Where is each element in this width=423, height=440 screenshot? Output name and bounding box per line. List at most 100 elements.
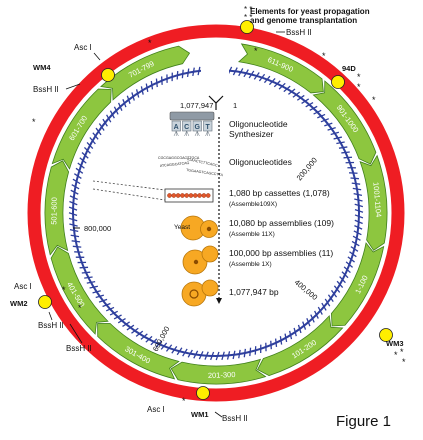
dna-tick: [140, 333, 148, 340]
asterisk: *: [372, 95, 376, 105]
dna-tick: [182, 348, 188, 357]
dna-tick: [86, 281, 96, 284]
step-synthesizer-label: Oligonucleotide: [229, 119, 288, 129]
step-oligonucleotides-label: Oligonucleotides: [229, 157, 292, 167]
dna-tick: [324, 298, 331, 307]
oligonucleotides-icon: CGCGAGGCGACTTGCA TGAACTCTTCAGC ATCAGGCAT…: [158, 156, 224, 177]
segment-arrow: [170, 358, 267, 385]
dna-tick: [327, 294, 334, 303]
dna-tick: [354, 225, 363, 230]
dna-tick: [165, 344, 173, 352]
dna-tick: [351, 240, 360, 247]
top-element-line2: and genome transplantation: [250, 16, 357, 25]
cassette-callout-bottom: [92, 188, 166, 201]
asc-bottom-label: Asc I: [147, 405, 165, 414]
dna-tick: [232, 67, 238, 76]
dna-tick: [150, 338, 158, 346]
dna-tick: [70, 234, 80, 238]
synthesizer-body: [169, 111, 215, 121]
dna-tick: [176, 347, 183, 356]
dna-tick: [339, 276, 346, 284]
wm-marker-dot: [101, 68, 115, 82]
dna-tick: [71, 240, 81, 243]
dna-tick: [126, 324, 135, 331]
dna-tick: [150, 80, 154, 90]
cassette-bead: [192, 193, 198, 198]
dna-tick: [263, 75, 271, 84]
assembly-axis-arrow: [216, 298, 222, 304]
cassette-bead: [167, 193, 172, 198]
step-100k-label: 100,000 bp assemblies (11): [229, 248, 333, 258]
dna-tick: [70, 189, 79, 195]
dna-tick: [122, 321, 131, 327]
wm-marker-dot: [240, 20, 254, 34]
cassette-bead: [171, 193, 177, 198]
wm-markers: [38, 20, 393, 400]
cassette-bead: [188, 193, 194, 198]
asterisk: *: [357, 72, 361, 82]
dna-tick: [102, 118, 108, 127]
dna-tick: [89, 137, 96, 145]
asterisk: *: [357, 82, 361, 92]
dna-tick: [273, 80, 281, 88]
top-element-line1: Elements for yeast propagation: [250, 7, 370, 16]
dna-tick: [238, 349, 241, 359]
dna-tick: [69, 195, 78, 201]
oligo-line-3: ATCAGGCATCAG: [160, 161, 190, 168]
dna-tick: [338, 146, 348, 149]
coordinate-800000: 800,000: [84, 224, 111, 233]
dna-tick: [102, 302, 111, 308]
dna-tick: [79, 266, 89, 269]
dna-tick: [186, 68, 190, 78]
dna-tick: [72, 245, 82, 248]
dna-tick: [354, 219, 363, 225]
cassette-bead: [180, 193, 185, 198]
dna-tick: [349, 251, 357, 258]
dna-tick: [95, 127, 102, 136]
segment-arrow: [256, 314, 344, 377]
asc-top-leader: [93, 52, 101, 61]
asterisk-marks: *************: [32, 38, 406, 406]
wm94d-label: 94D: [342, 64, 356, 73]
asc-left-label: Asc I: [14, 282, 32, 291]
dna-tick: [92, 290, 101, 294]
dna-tick: [122, 99, 127, 108]
dna-tick: [81, 271, 91, 274]
dna-tick: [352, 187, 362, 191]
dna-tick: [336, 280, 344, 289]
dna-tick: [106, 114, 112, 123]
dna-tick: [343, 266, 351, 274]
dna-tick: [92, 132, 99, 140]
dna-tick: [309, 105, 318, 111]
cassette-bead: [184, 193, 189, 198]
cassette-bead: [197, 193, 202, 198]
figure-label: Figure 1: [336, 413, 391, 430]
dna-tick: [226, 351, 231, 360]
dna-tick: [160, 342, 168, 350]
dna-tick: [69, 229, 79, 233]
dna-tick: [204, 351, 209, 360]
dna-tick: [248, 70, 255, 79]
asterisk: *: [400, 347, 404, 357]
dna-tick: [278, 82, 286, 90]
dna-tick: [210, 351, 215, 361]
dna-tick: [350, 246, 359, 252]
asterisk: *: [32, 117, 36, 127]
dna-tick: [333, 136, 343, 140]
dna-tick: [145, 83, 149, 93]
segment-arrow: [51, 88, 112, 170]
dna-tick: [192, 67, 195, 77]
dna-tick: [353, 230, 362, 236]
dna-tick: [113, 314, 122, 320]
dna-tick: [330, 131, 340, 136]
dna-tick: [274, 338, 278, 348]
oligo-line-2: TGAACTCTTCAGC: [186, 157, 218, 168]
dna-tick: [155, 340, 163, 348]
origin-start-label: 1: [233, 101, 237, 110]
dna-tick: [197, 66, 201, 76]
segment-label: 501-600: [49, 197, 58, 225]
dna-tick: [350, 177, 359, 180]
origin-fork: [208, 95, 224, 110]
dna-tick: [215, 351, 220, 361]
